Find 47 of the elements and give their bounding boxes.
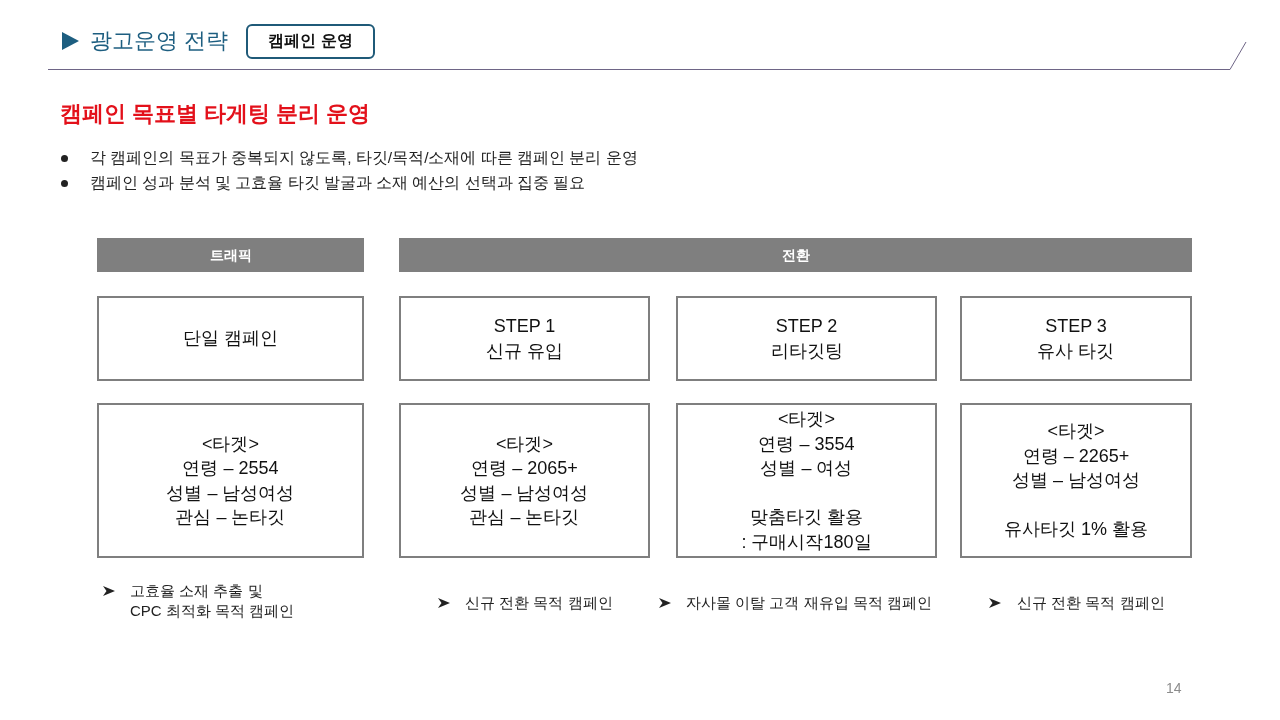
box-text: 단일 캠페인 (183, 327, 278, 351)
box-text: 성별 – 남성여성 (1012, 469, 1140, 493)
target-box (676, 403, 937, 558)
box-text: 연령 – 2554 (182, 457, 279, 480)
box-text: STEP 1 (493, 315, 556, 338)
page-title: 광고운영 전략 (90, 27, 229, 55)
campaign-note: 자사몰 이탈 고객 재유입 목적 캠페인 (686, 593, 932, 613)
campaign-note: 신규 전환 목적 캠페인 (465, 593, 613, 613)
band-label: 트래픽 (209, 246, 252, 264)
campaign-box (960, 296, 1192, 381)
bullet-text: 각 캠페인의 목표가 중복되지 않도록, 타깃/목적/소재에 따른 캠페인 분리 운영 (90, 148, 638, 168)
campaign-box (97, 296, 364, 381)
box-text: 연령 – 2065+ (471, 457, 578, 480)
campaign-note: 고효율 소재 추출 및 CPC 최적화 목적 캠페인 (130, 581, 295, 621)
box-text: 연령 – 3554 (758, 432, 855, 456)
box-text: 성별 – 여성 (760, 457, 853, 480)
box-text: 성별 – 남성여성 (460, 481, 589, 505)
target-box (97, 403, 364, 558)
box-text: STEP 2 (775, 315, 838, 338)
box-text: <타겟> (496, 432, 553, 456)
tag-box (246, 23, 375, 59)
box-text: <타겟> (202, 432, 259, 456)
box-text: 연령 – 2265+ (1022, 444, 1130, 468)
box-text: : 구매시작180일 (741, 530, 872, 554)
target-box (960, 403, 1192, 558)
campaign-box (676, 296, 937, 381)
campaign-box (399, 296, 650, 381)
category-band (399, 238, 1192, 272)
page-number: 14 (1166, 679, 1182, 698)
band-label: 전환 (781, 246, 810, 264)
box-text: 유사 타깃 (1037, 339, 1115, 363)
campaign-note: 신규 전환 목적 캠페인 (1017, 593, 1165, 613)
box-text: 맞춤타깃 활용 (750, 506, 863, 529)
box-text: <타겟> (1047, 420, 1105, 444)
box-text: 유사타깃 1% 활용 (1004, 518, 1148, 542)
category-band (97, 238, 364, 272)
box-text: 관심 – 논타깃 (469, 506, 580, 529)
bullet-text: 캠페인 성과 분석 및 고효율 타깃 발굴과 소재 예산의 선택과 집중 필요 (90, 173, 586, 193)
box-text: 성별 – 남성여성 (166, 481, 295, 505)
box-text: 신규 유입 (486, 339, 563, 363)
target-box (399, 403, 650, 558)
box-text: <타겟> (778, 408, 835, 431)
box-text: 리타깃팅 (770, 339, 843, 363)
tag-label: 캠페인 운영 (268, 30, 353, 51)
box-text: STEP 3 (1045, 315, 1107, 338)
section-heading: 캠페인 목표별 타게팅 분리 운영 (60, 100, 371, 128)
box-text: 관심 – 논타깃 (175, 506, 286, 529)
